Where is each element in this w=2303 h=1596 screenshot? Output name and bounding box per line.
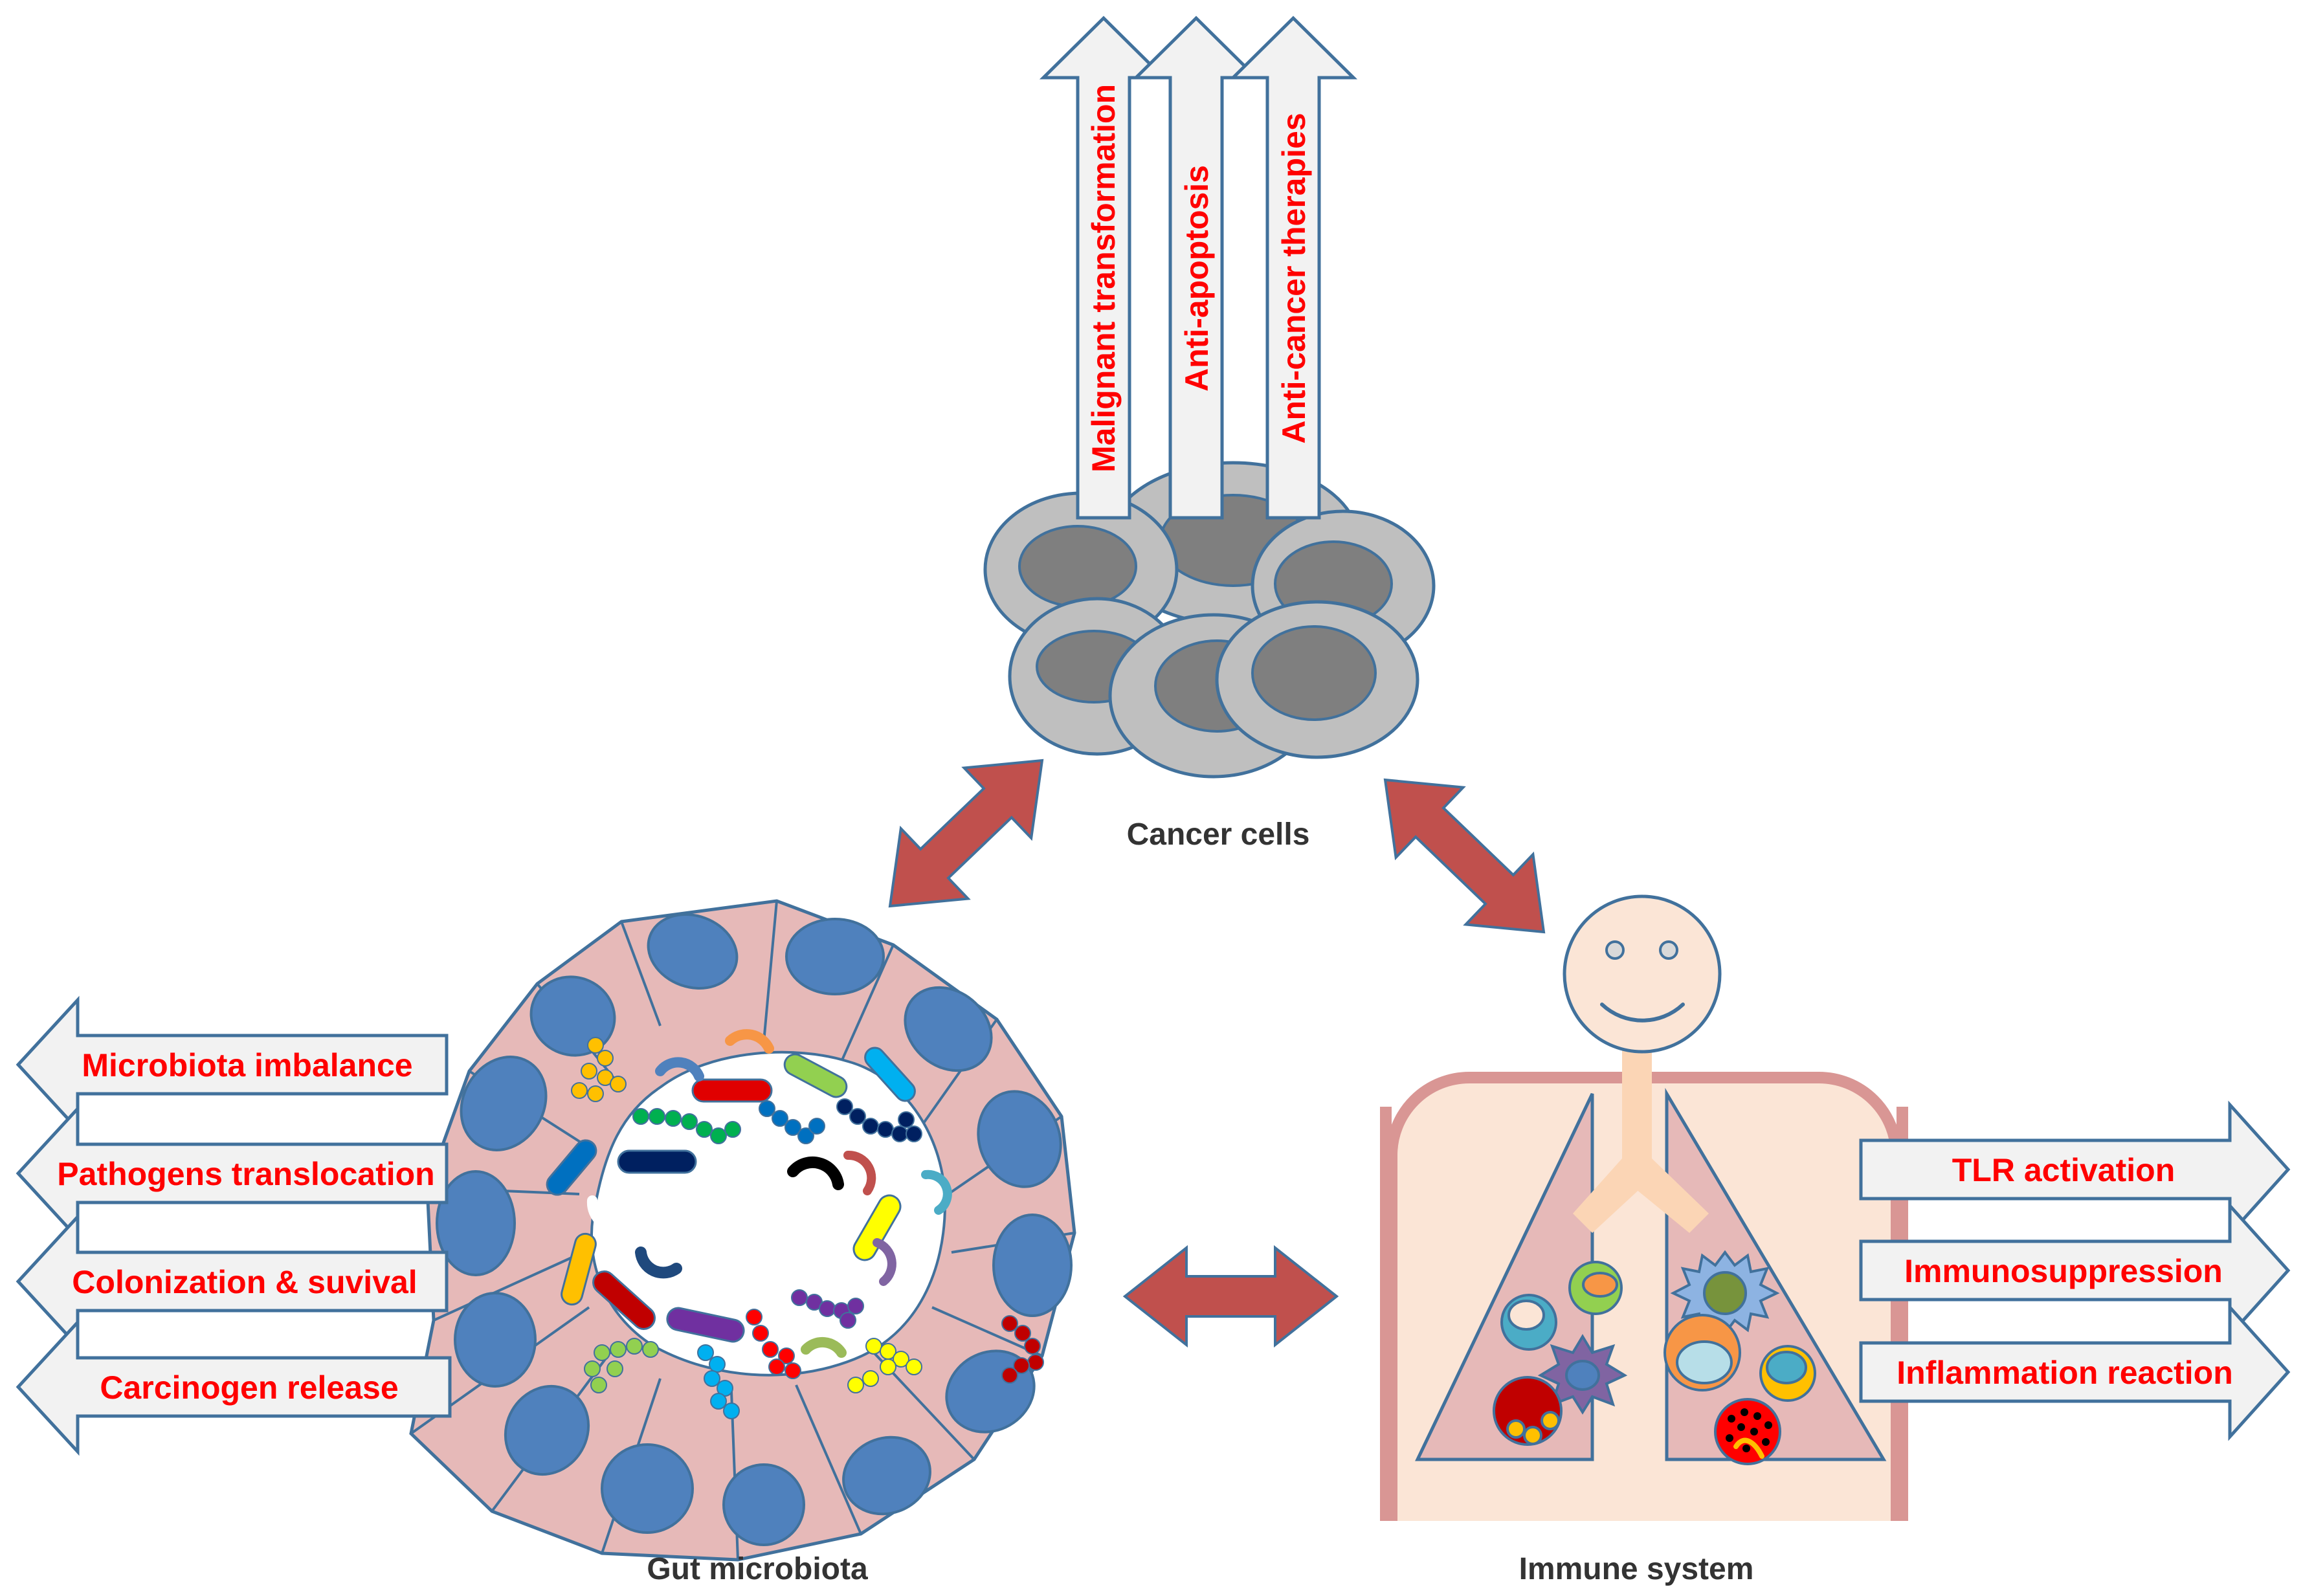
immune-output-arrow: TLR activation bbox=[1859, 1100, 2291, 1239]
smile bbox=[1600, 1003, 1685, 1023]
gut-output-arrow: Colonization & suvival bbox=[16, 1212, 449, 1351]
cancer-output-arrow: Anti-apoptosis bbox=[1131, 16, 1261, 520]
immune-system-label: Immune system bbox=[1519, 1552, 1754, 1586]
bacteria bbox=[546, 1029, 952, 1358]
cancer-cells-label: Cancer cells bbox=[1127, 817, 1310, 852]
airway bbox=[1573, 1048, 1709, 1233]
tlr-activation-label: TLR activation bbox=[1952, 1152, 2175, 1188]
interaction-arrow-gut-cancer bbox=[888, 759, 1044, 908]
head bbox=[1563, 894, 1722, 1054]
gut-output-arrow: Pathogens translocation bbox=[16, 1104, 449, 1243]
interaction-arrow-gut-immune bbox=[1122, 1245, 1339, 1348]
colonization-survival-label: Colonization & suvival bbox=[72, 1264, 417, 1300]
microbiota-imbalance-label: Microbiota imbalance bbox=[82, 1047, 412, 1083]
immune-output-arrow: Immunosuppression bbox=[1859, 1201, 2291, 1340]
interaction-arrow-cancer-immune bbox=[1383, 778, 1546, 934]
immune-output-arrow: Inflammation reaction bbox=[1859, 1303, 2291, 1441]
gut-cross-section: Gut microbiota bbox=[409, 899, 1076, 1586]
cancer-output-arrow: Anti-cancer therapies bbox=[1229, 16, 1358, 520]
immunosuppression-label: Immunosuppression bbox=[1904, 1253, 2223, 1289]
immune-cells bbox=[1493, 1250, 1816, 1465]
gut-output-arrow: Carcinogen release bbox=[16, 1318, 452, 1456]
eye bbox=[1605, 940, 1625, 960]
cocci-chains bbox=[571, 1037, 1044, 1419]
inflammation-reaction-label: Inflammation reaction bbox=[1897, 1355, 2233, 1391]
carcinogen-release-label: Carcinogen release bbox=[100, 1369, 398, 1406]
gut-microbiota-label: Gut microbiota bbox=[647, 1552, 868, 1586]
immune-figure: Immune system bbox=[1380, 894, 1908, 1586]
eye bbox=[1659, 940, 1678, 960]
cancer-output-arrow: Malignant transformation bbox=[1039, 16, 1168, 520]
pathogens-translocation-label: Pathogens translocation bbox=[57, 1156, 434, 1192]
cancer-cell bbox=[1215, 600, 1419, 759]
anti-apoptosis-label: Anti-apoptosis bbox=[1179, 165, 1215, 392]
cancer-cells-cluster bbox=[983, 461, 1436, 779]
epithelial-nuclei bbox=[436, 913, 1073, 1546]
anti-cancer-therapies-label: Anti-cancer therapies bbox=[1276, 113, 1312, 443]
gut-output-arrow: Microbiota imbalance bbox=[16, 995, 449, 1134]
malignant-transformation-label: Malignant transformation bbox=[1085, 84, 1122, 472]
